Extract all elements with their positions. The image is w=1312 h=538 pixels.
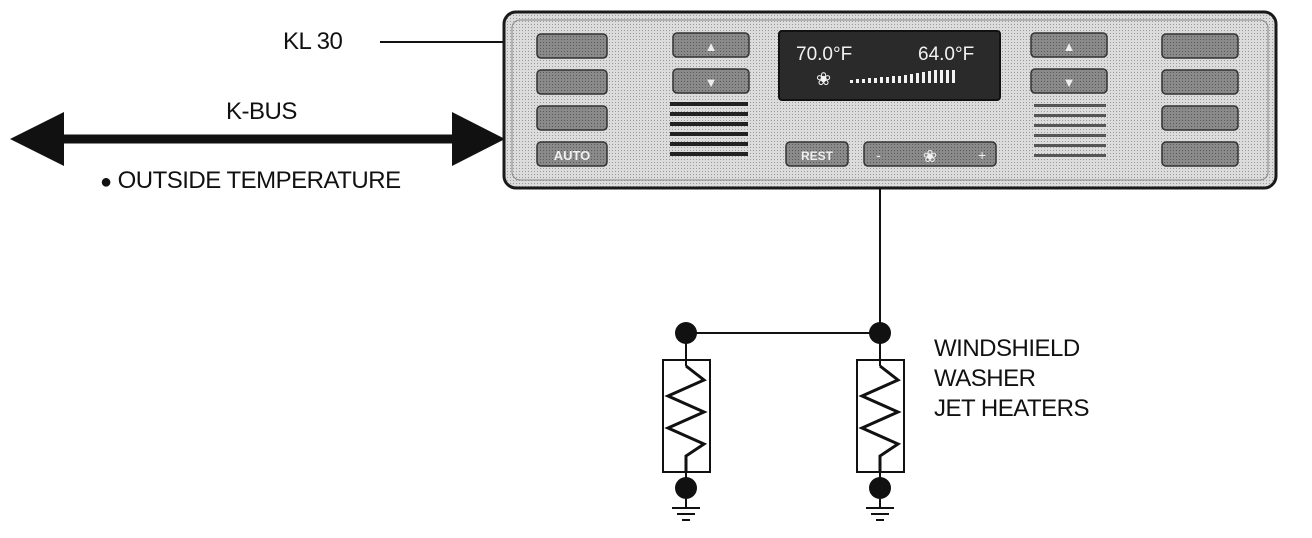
kbus-label: K-BUS: [226, 98, 297, 125]
face-vent-button[interactable]: [536, 69, 608, 95]
rear-defrost-button[interactable]: [1161, 69, 1239, 95]
left-grille: [670, 102, 748, 156]
kl30-label: KL 30: [283, 28, 343, 55]
right-grille: [1034, 104, 1106, 157]
display-screen: [778, 30, 1001, 101]
auto-button-label: AUTO: [554, 148, 591, 163]
fan-minus-label: -: [876, 147, 881, 163]
washer-heater-line-3: JET HEATERS: [934, 395, 1089, 422]
junction-dots: [675, 322, 891, 499]
left-heater-resistor: [662, 344, 711, 473]
defrost-button[interactable]: [536, 33, 608, 59]
fan-icon: ❀: [923, 147, 937, 166]
ac-button[interactable]: [1161, 105, 1239, 131]
heater-wiring: [685, 188, 881, 488]
outside-temperature-label: ●OUTSIDE TEMPERATURE: [100, 167, 401, 195]
bullet-icon: ●: [100, 171, 112, 193]
recirc-button[interactable]: [1161, 141, 1239, 167]
right-temp-up-button[interactable]: [1030, 32, 1108, 58]
rest-button-label: REST: [801, 149, 834, 163]
left-temp-down-button[interactable]: [672, 68, 750, 94]
rest-button[interactable]: [785, 141, 849, 167]
floor-vent-button[interactable]: [536, 105, 608, 131]
right-down-arrow-icon: ▼: [1063, 75, 1076, 90]
auto-button[interactable]: [536, 141, 608, 167]
left-down-arrow-icon: ▼: [705, 75, 718, 90]
washer-heater-label: WINDSHIELD WASHER JET HEATERS: [934, 334, 1089, 424]
blower-level-bars: [850, 70, 955, 83]
left-temp-up-button[interactable]: [672, 32, 750, 58]
kbus-arrow: [10, 112, 505, 166]
right-temp-readout: 64.0°F: [918, 44, 974, 65]
climate-control-panel: AUTO ▲ ▼ 70.0°F 64.0°F ❀: [502, 10, 1278, 190]
left-up-arrow-icon: ▲: [705, 39, 718, 54]
washer-heater-line-1: WINDSHIELD: [934, 335, 1080, 362]
right-up-arrow-icon: ▲: [1063, 39, 1076, 54]
left-temp-readout: 70.0°F: [796, 44, 852, 65]
fan-plus-label: +: [978, 147, 986, 163]
left-ground-icon: [672, 499, 700, 521]
blower-icon: ❀: [816, 69, 831, 89]
fan-speed-button[interactable]: [863, 141, 997, 167]
outside-temperature-text: OUTSIDE TEMPERATURE: [117, 167, 401, 194]
right-temp-down-button[interactable]: [1030, 68, 1108, 94]
seat-heat-button[interactable]: [1161, 33, 1239, 59]
right-ground-icon: [866, 499, 894, 521]
washer-heater-line-2: WASHER: [934, 365, 1036, 392]
right-heater-resistor: [856, 344, 905, 473]
